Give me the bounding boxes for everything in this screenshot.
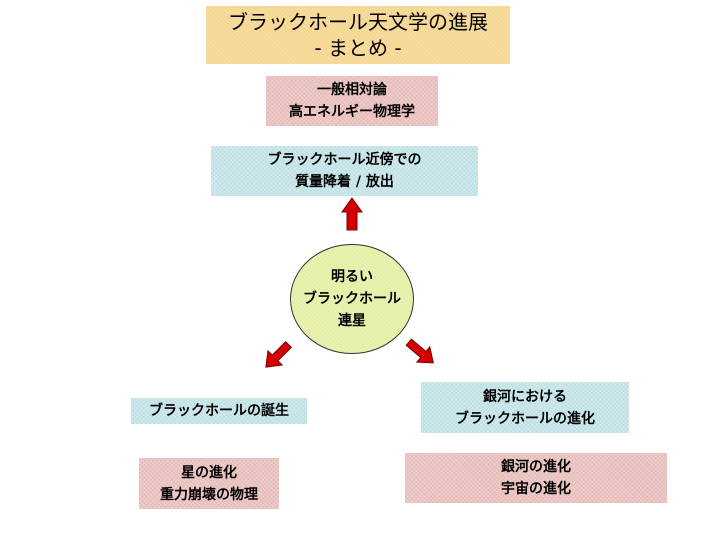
accretion-line-1: ブラックホール近傍での [267, 152, 422, 168]
cosmo-line-2: 宇宙の進化 [501, 481, 571, 497]
cosmic-evolution-box: 銀河の進化 宇宙の進化 [405, 453, 667, 503]
center-line-1: 明るい [331, 269, 373, 285]
relativity-line-1: 一般相対論 [317, 82, 387, 98]
accretion-line-2: 質量降着 / 放出 [295, 174, 394, 190]
birth-box: ブラックホールの誕生 [131, 398, 307, 424]
cosmo-line-1: 銀河の進化 [501, 459, 571, 475]
center-line-3: 連星 [338, 313, 366, 329]
relativity-line-2: 高エネルギー物理学 [289, 104, 415, 120]
center-line-2: ブラックホール [303, 291, 401, 307]
stellar-evolution-box: 星の進化 重力崩壊の物理 [139, 458, 279, 509]
galaxy-bh-box: 銀河における ブラックホールの進化 [421, 382, 629, 433]
galaxy-bh-line-2: ブラックホールの進化 [455, 410, 595, 427]
stellar-line-1: 星の進化 [181, 464, 237, 481]
relativity-box: 一般相対論 高エネルギー物理学 [266, 76, 438, 126]
arrow-up-icon [341, 197, 363, 231]
galaxy-bh-line-1: 銀河における [483, 388, 567, 405]
arrow-down-left-icon [265, 340, 293, 368]
birth-line-1: ブラックホールの誕生 [149, 403, 289, 419]
stellar-line-2: 重力崩壊の物理 [160, 486, 258, 503]
arrow-down-right-icon [405, 338, 434, 364]
center-circle: 明るい ブラックホール 連星 [290, 244, 414, 354]
diagram-title: ブラックホール天文学の進展 - まとめ - [206, 6, 510, 64]
accretion-box: ブラックホール近傍での 質量降着 / 放出 [211, 146, 478, 196]
title-line-2: - まとめ - [314, 36, 402, 60]
title-line-1: ブラックホール天文学の進展 [228, 10, 488, 34]
